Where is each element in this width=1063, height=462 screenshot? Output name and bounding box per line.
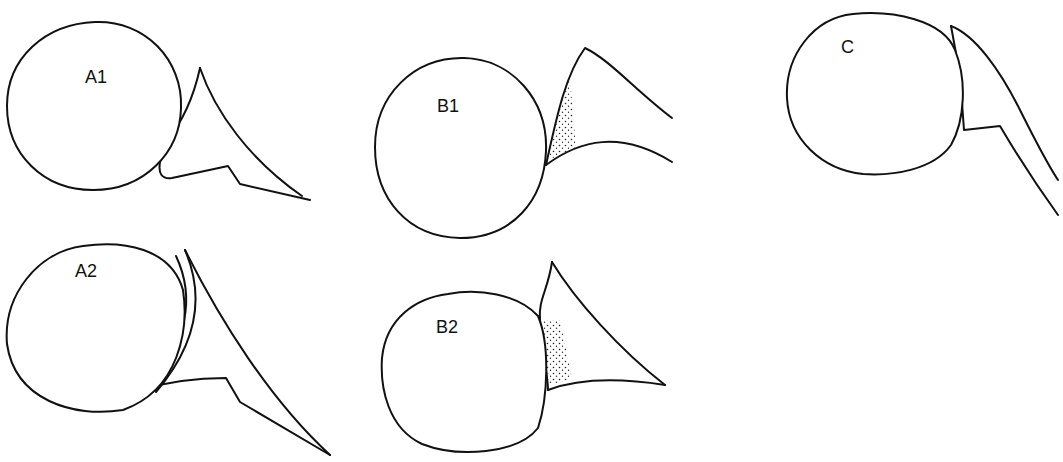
grade-label: A1: [85, 68, 107, 86]
sclerosis-stipple: [543, 320, 572, 386]
circle-outline: [378, 288, 550, 458]
grade-label: B1: [437, 97, 459, 115]
femoral-head-circle: B2: [378, 288, 550, 458]
femoral-head-circle: C: [783, 10, 969, 178]
grade-label: B2: [436, 318, 458, 336]
acetabulum-outline: [951, 26, 1058, 180]
grade-label: C: [841, 38, 854, 56]
femoral-head-circle: B1: [372, 55, 550, 241]
femoral-head-circle: A1: [5, 20, 183, 192]
acetabulum-outline: [160, 68, 311, 200]
acetabulum-outline: [185, 250, 330, 455]
circle-outline: [5, 20, 183, 192]
circle-outline: [783, 10, 969, 178]
circle-outline: [372, 55, 550, 241]
grade-label: A2: [75, 262, 97, 280]
acetabulum-outline: [951, 26, 1058, 215]
acetabulum-outline: [546, 48, 672, 165]
acetabulum-outline: [200, 68, 302, 196]
sclerosis-stipple: [548, 78, 576, 160]
acetabulum-outline: [548, 380, 665, 390]
femoral-head-circle: A2: [3, 240, 187, 418]
acetabulum-outline: [140, 378, 330, 455]
